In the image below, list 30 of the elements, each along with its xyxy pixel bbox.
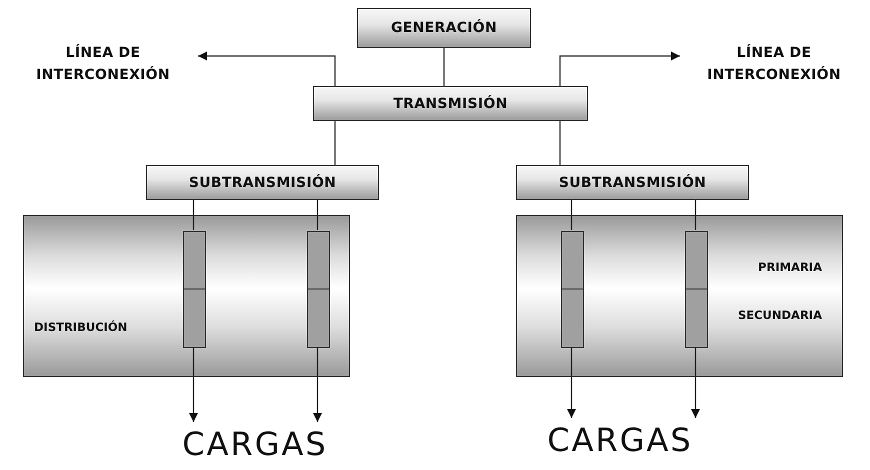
bar-symbol [685, 231, 708, 348]
distribution-panel [23, 215, 350, 377]
process-box: GENERACIÓN [357, 8, 531, 48]
bar-symbol [183, 231, 206, 348]
process-box: TRANSMISIÓN [313, 86, 588, 121]
process-box: SUBTRANSMISIÓN [146, 165, 379, 200]
arrow [559, 52, 680, 86]
arrow [567, 347, 576, 418]
arrow [189, 347, 198, 422]
load-label: CARGAS [540, 418, 700, 464]
connector-line [559, 121, 561, 165]
panel-label: SECUNDARIA [738, 308, 822, 322]
line-label: LÍNEA DE INTERCONEXIÓN [680, 38, 868, 90]
arrow [691, 347, 700, 418]
connector-line [192, 200, 194, 230]
line-label: LÍNEA DE INTERCONEXIÓN [8, 38, 198, 90]
connector-line [570, 200, 572, 230]
panel-label: PRIMARIA [758, 260, 822, 274]
panel-label: DISTRIBUCIÓN [34, 320, 128, 334]
arrow [313, 347, 322, 422]
connector-line [694, 200, 696, 230]
process-box: SUBTRANSMISIÓN [516, 165, 749, 200]
load-label: CARGAS [175, 422, 335, 468]
bar-symbol [307, 231, 330, 348]
connector-line [334, 121, 336, 165]
connector-line [316, 200, 318, 230]
connector-line [443, 48, 445, 86]
arrow [198, 52, 336, 86]
bar-symbol [561, 231, 584, 348]
distribution-panel [516, 215, 843, 377]
